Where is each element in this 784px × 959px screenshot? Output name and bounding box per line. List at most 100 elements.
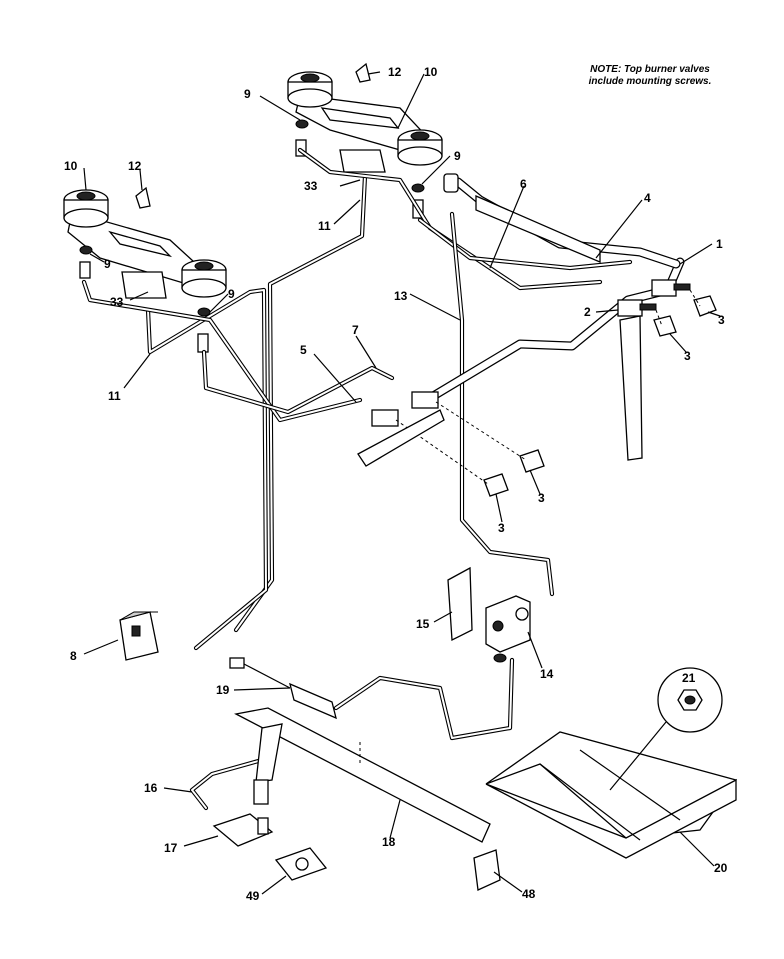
rear-rail	[475, 195, 601, 263]
retainer-3a	[693, 295, 717, 317]
bracket-15	[447, 566, 473, 642]
callout-11: 11	[108, 389, 121, 403]
left-bracket-33	[121, 271, 167, 299]
baffle-plate	[485, 731, 738, 839]
callout-33: 33	[304, 179, 318, 193]
callout-10: 10	[424, 65, 438, 79]
burner-orifice	[253, 779, 269, 805]
burner-valves	[371, 279, 717, 497]
upper-washer-9b	[411, 183, 425, 193]
callout-18: 18	[382, 835, 396, 849]
igniter-plug	[229, 657, 245, 669]
callout-9: 9	[228, 287, 235, 301]
callout-17: 17	[164, 841, 178, 855]
upper-clip-12	[355, 62, 371, 83]
note-line-2: include mounting screws.	[589, 76, 712, 87]
front-burner-cap	[410, 131, 430, 141]
callout-49: 49	[246, 889, 260, 903]
callout-7: 7	[352, 323, 359, 337]
manifold-bracket	[357, 409, 445, 467]
left-bracket-slot	[108, 230, 173, 258]
callout-16: 16	[144, 781, 158, 795]
safety-valve-17	[212, 813, 274, 847]
left-orifice-b	[197, 333, 209, 353]
note: NOTE: Top burner valves include mounting…	[589, 64, 712, 87]
retainer-3b	[653, 315, 677, 337]
burner-venturi	[255, 723, 283, 783]
callout-3: 3	[718, 313, 725, 327]
upper-bracket-33	[339, 149, 386, 173]
tube-19	[333, 657, 515, 741]
rear-burner-base	[287, 88, 333, 108]
callout-19: 19	[216, 683, 230, 697]
callout-5: 5	[300, 343, 307, 357]
tube-13	[449, 211, 555, 597]
callout-2: 2	[584, 305, 591, 319]
rear-burner-cap	[300, 73, 320, 83]
front-burner-base	[397, 146, 443, 166]
ignition-module-8	[119, 611, 159, 661]
left-front-burner-cap	[194, 261, 214, 271]
callout-48: 48	[522, 887, 536, 901]
callout-9: 9	[244, 87, 251, 101]
callout-3: 3	[498, 521, 505, 535]
retainer-3c	[519, 449, 545, 473]
callout-3: 3	[684, 349, 691, 363]
valve-1	[651, 279, 677, 297]
callout-21: 21	[682, 671, 696, 685]
upper-burner-assembly	[287, 62, 443, 219]
callout-15: 15	[416, 617, 430, 631]
left-rear-burner-base	[63, 208, 109, 228]
valve-1-stem	[673, 283, 691, 291]
right-support	[619, 315, 643, 461]
callout-10: 10	[64, 159, 78, 173]
manifold-cap	[443, 173, 459, 193]
baffle-edge	[485, 778, 737, 859]
regulator-14	[485, 595, 531, 663]
bracket-48	[473, 849, 501, 891]
upper-washer-9	[295, 119, 309, 129]
igniter-19	[229, 657, 337, 720]
nut-21-detail	[609, 667, 723, 791]
callout-1: 1	[716, 237, 723, 251]
left-orifice	[79, 261, 91, 279]
callout-12: 12	[388, 65, 402, 79]
valve-2-stem	[639, 303, 657, 311]
callout-9: 9	[104, 257, 111, 271]
callout-3: 3	[538, 491, 545, 505]
callout-13: 13	[394, 289, 408, 303]
callouts: 12 10 9 9 33 11 6 4 1 13 2 3 3 3 3 10 12…	[64, 65, 728, 903]
oven-burner-18	[234, 707, 491, 843]
manifold-bar	[357, 195, 643, 467]
tube-7	[201, 349, 395, 415]
callout-12: 12	[128, 159, 142, 173]
left-clip-12	[135, 186, 151, 209]
callout-14: 14	[540, 667, 554, 681]
retainer-3d	[483, 473, 509, 497]
callout-11: 11	[318, 219, 331, 233]
left-burner-assembly	[63, 186, 227, 353]
left-washer-9	[79, 245, 93, 255]
bracket-49	[274, 847, 328, 881]
left-front-burner-base	[181, 278, 227, 298]
tube-16	[189, 757, 265, 811]
callout-4: 4	[644, 191, 651, 205]
gas-tubing	[81, 147, 633, 811]
upper-bracket-slot	[320, 107, 400, 129]
valve-left-b	[371, 409, 399, 427]
callout-9: 9	[454, 149, 461, 163]
callout-8: 8	[70, 649, 77, 663]
callout-20: 20	[714, 861, 728, 875]
left-rear-burner-cap	[76, 191, 96, 201]
leader-lines	[83, 71, 721, 895]
callout-6: 6	[520, 177, 527, 191]
tube-5	[81, 279, 363, 423]
valve-left-a	[411, 391, 439, 409]
baffle-20	[485, 731, 738, 859]
valve-2	[617, 299, 643, 317]
upper-orifice	[295, 139, 307, 157]
callout-33: 33	[110, 295, 124, 309]
module-top	[119, 611, 158, 621]
